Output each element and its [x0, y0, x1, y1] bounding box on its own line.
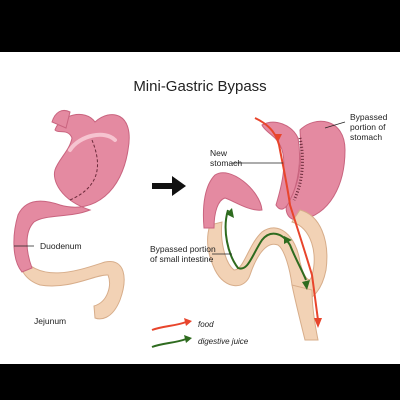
juice-arrowhead-1	[226, 208, 234, 218]
food-arrowhead-1	[274, 134, 282, 142]
normal-stomach-group	[13, 109, 130, 320]
bypass-duodenum-shape	[202, 172, 263, 229]
diagram-title: Mini-Gastric Bypass	[133, 78, 267, 95]
label-jejunum: Jejunum	[34, 316, 67, 326]
transform-arrow	[152, 176, 186, 196]
food-arrowhead-2	[314, 318, 322, 328]
dashed-cut-line	[69, 139, 99, 201]
normal-stomach-highlight	[68, 132, 117, 152]
jejunum-shape	[19, 253, 125, 320]
esophagus-shape	[51, 109, 71, 129]
label-bypassed-stomach: Bypassed portion of stomach	[350, 112, 388, 142]
legend-arrows	[151, 318, 192, 348]
staple-line	[292, 137, 304, 201]
legend-food-label: food	[198, 320, 214, 329]
label-new-stomach: New stomach	[210, 148, 243, 168]
label-bypassed-intestine: Bypassed portion of small intestine	[150, 244, 216, 264]
legend-juice-label: digestive juice	[198, 337, 249, 346]
label-duodenum: Duodenum	[40, 241, 82, 251]
juice-arrowhead-2	[302, 280, 310, 290]
normal-stomach-shape	[13, 113, 130, 273]
leader-lines	[14, 121, 346, 255]
juice-arrowhead-3	[284, 236, 292, 244]
legend-food-arrow	[151, 321, 187, 331]
descending-intestine-shape	[291, 284, 319, 341]
bypass-stomach-group	[202, 117, 346, 341]
legend-juice-arrow	[151, 338, 187, 348]
